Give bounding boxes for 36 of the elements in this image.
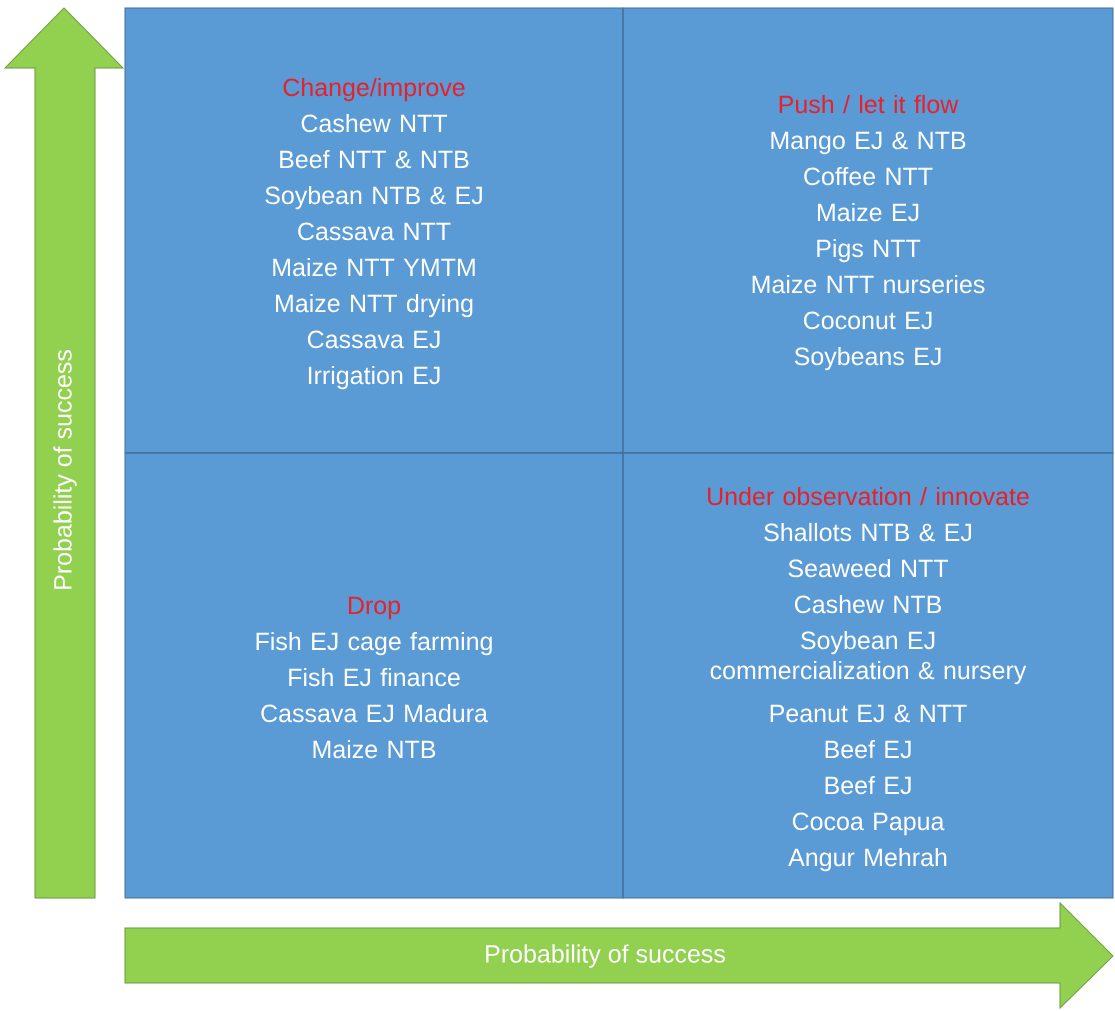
list-item: Beef NTT & NTB	[280, 149, 469, 169]
list-item: Shallots NTB & EJ	[764, 522, 971, 542]
list-item: Beef EJ	[825, 775, 911, 795]
quadrant-box	[124, 7, 624, 454]
list-item: Beef EJ	[825, 739, 911, 759]
quadrant-heading: Under observation / innovate	[708, 486, 1029, 506]
list-item: Coconut EJ	[803, 311, 932, 330]
quadrant-heading: Drop	[348, 596, 401, 620]
list-item: Peanut EJ & NTT	[770, 704, 967, 723]
quadrant-box	[124, 452, 624, 899]
list-item: Cassava EJ Madura	[261, 703, 488, 723]
list-item: Fish EJ finance	[289, 667, 460, 687]
list-item: Fish EJ cage farming	[256, 631, 492, 656]
list-item: Cashew NTB	[794, 594, 941, 614]
list-item: Maize NTT YMTM	[273, 257, 475, 277]
list-item: Soybean NTB & EJ	[265, 185, 482, 210]
list-item: Cocoa Papua	[792, 812, 945, 836]
quadrant-box	[622, 7, 1114, 454]
list-item: Cassava EJ	[307, 330, 440, 349]
list-item: Soybean EJ commercialization & nursery	[710, 630, 1027, 685]
quadrant-heading: Push / let it flow	[779, 94, 959, 114]
list-item: Maize NTT nurseries	[752, 274, 985, 294]
list-item: Cashew NTT	[301, 113, 447, 133]
list-item: Coffee NTT	[804, 166, 933, 186]
quadrant-heading: Change/improve	[283, 77, 465, 102]
list-item: Soybeans EJ	[794, 346, 941, 371]
list-item: Pigs NTT	[817, 238, 921, 263]
list-item: Maize NTT drying	[276, 293, 473, 318]
list-item: Cassava NTT	[298, 222, 451, 241]
list-item: Seaweed NTT	[788, 558, 948, 578]
quadrant-box	[622, 452, 1114, 899]
list-item: Maize NTB	[313, 739, 436, 759]
list-item: Angur Mehrah	[788, 847, 947, 872]
list-item: Irrigation EJ	[308, 365, 440, 390]
list-item: Mango EJ & NTB	[771, 131, 966, 155]
list-item: Maize EJ	[817, 202, 919, 222]
